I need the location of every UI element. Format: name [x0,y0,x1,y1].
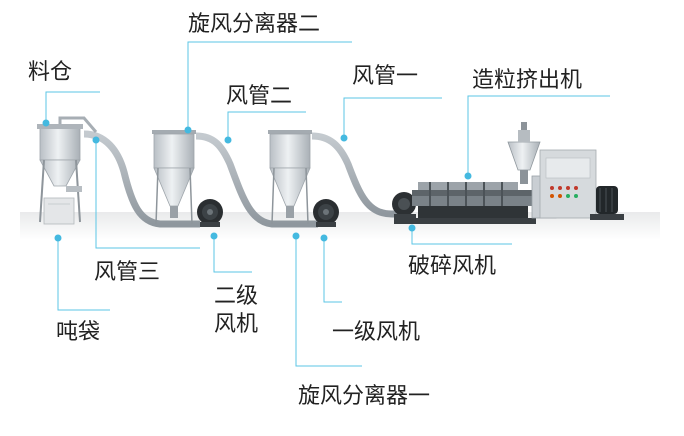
hopper-machine [37,116,98,223]
fan-2-machine [197,199,223,227]
label-extruder: 造粒挤出机 [472,68,583,93]
label-fan-2-line1: 二级 [214,284,259,309]
cyclone-1-machine [268,130,312,225]
air-pipe-3 [83,130,200,228]
leader-lines [45,41,610,367]
label-air-pipe-2: 风管二 [226,84,293,109]
air-pipe-1 [311,132,404,218]
extruder-machine [412,122,624,224]
label-fan-1: 一级风机 [332,320,421,345]
label-crush-fan: 破碎风机 [408,254,497,279]
leader-dots [42,119,472,242]
cyclone-2-machine [152,130,196,225]
label-air-pipe-1: 风管一 [352,64,419,89]
label-cyclone-2: 旋风分离器二 [188,12,321,37]
fan-1-machine [313,199,339,227]
ton-bag-machine [43,197,75,225]
label-hopper: 料仓 [28,60,73,85]
crushing-fan-machine [392,192,416,224]
label-fan-2-line2: 风机 [214,312,259,337]
label-air-pipe-3: 风管三 [94,260,161,285]
label-ton-bag: 吨袋 [56,320,101,345]
air-pipe-2 [195,132,318,228]
label-cyclone-1: 旋风分离器一 [298,384,431,409]
